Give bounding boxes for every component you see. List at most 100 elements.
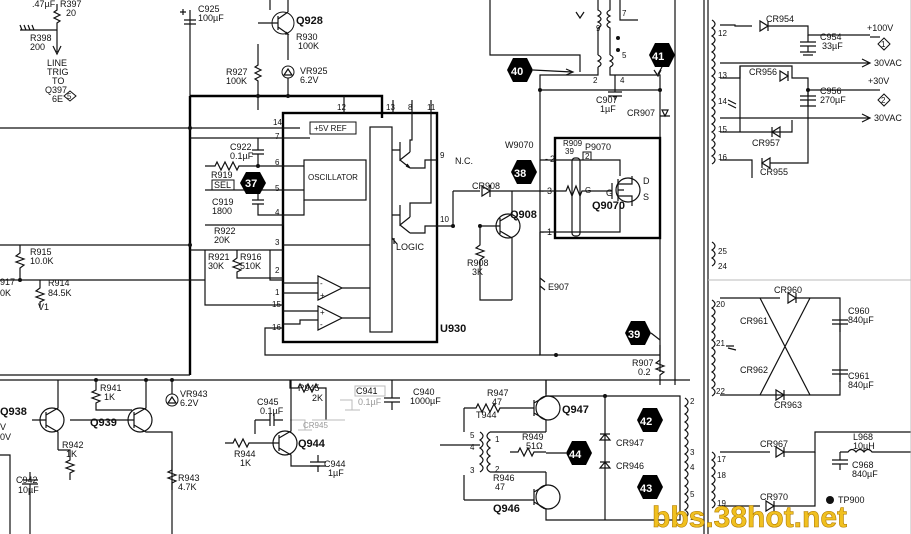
r941-label: R941 bbox=[100, 383, 122, 393]
q928-label: Q928 bbox=[296, 15, 323, 27]
r927-label: R927 bbox=[226, 67, 248, 77]
cr947-label: CR947 bbox=[616, 438, 644, 448]
t944-drive-section: R947 47 T944 Q947 5 4 3 1 2 R949 51Ω R94… bbox=[440, 380, 695, 522]
c954-value: 33µF bbox=[822, 41, 843, 51]
tp43-label: 43 bbox=[640, 483, 652, 495]
bottom-center-section: C945 0.1µF R945 2K CR945 C941 0.1µF C940… bbox=[225, 380, 441, 478]
r909-value: 39 bbox=[565, 147, 574, 156]
c925-label: C925 bbox=[198, 4, 220, 14]
r947-value: 47 bbox=[492, 397, 502, 407]
ref-5v-label: +5V REF bbox=[314, 124, 347, 133]
r922-label: R922 bbox=[214, 226, 236, 236]
cr908-label: CR908 bbox=[472, 181, 500, 191]
cr955-label: CR955 bbox=[760, 167, 788, 177]
r946-value: 47 bbox=[495, 482, 505, 492]
c907-value: 1µF bbox=[600, 104, 616, 114]
c941-label: C941 bbox=[356, 386, 378, 396]
r922-value: 20K bbox=[214, 235, 230, 245]
r945-value: 2K bbox=[312, 393, 323, 403]
test-point-37: 37 bbox=[240, 172, 266, 194]
out-30v: +30V bbox=[868, 76, 889, 86]
q939-label: Q939 bbox=[90, 417, 117, 429]
test-point-38: 38 bbox=[511, 160, 537, 184]
r945-label: R945 bbox=[298, 383, 320, 393]
rt-pin13: 13 bbox=[718, 71, 727, 80]
c968-value: 840µF bbox=[852, 469, 878, 479]
u930-label: U930 bbox=[440, 323, 466, 335]
opamp2-plus: + bbox=[320, 308, 325, 317]
test-point-40: 40 bbox=[507, 58, 575, 82]
rt-pin17: 17 bbox=[717, 455, 726, 464]
c954-label: C954 bbox=[820, 32, 842, 42]
r919-label: R919 bbox=[211, 170, 233, 180]
logic-label: LOGIC bbox=[396, 242, 425, 252]
q947-label: Q947 bbox=[562, 404, 589, 416]
r949-label: R949 bbox=[522, 432, 544, 442]
l968-value: 10µH bbox=[853, 441, 875, 451]
trig-text: TRIG bbox=[47, 67, 69, 77]
t944-pin2: 2 bbox=[495, 465, 500, 474]
right-panel: 12 13 14 15 16 CR954 +100V 1 C954 33µF 3… bbox=[703, 0, 911, 534]
q938-label: Q938 bbox=[0, 406, 27, 418]
r915-value: 10.0K bbox=[30, 256, 54, 266]
rt-pin22: 22 bbox=[716, 387, 725, 396]
r941-value: 1K bbox=[104, 392, 115, 402]
out-30vac-1: 30VAC bbox=[874, 58, 902, 68]
c925-value: 100µF bbox=[198, 13, 224, 23]
p-pin2-num: 2 bbox=[550, 154, 555, 164]
t-pin2: 2 bbox=[593, 76, 598, 85]
out-30v-tp: 2 bbox=[881, 96, 886, 105]
cr946-label: CR946 bbox=[616, 461, 644, 471]
r916-value: 510K bbox=[240, 261, 261, 271]
c940-label: C940 bbox=[413, 387, 435, 397]
p-pin2-box: 2 bbox=[585, 152, 590, 161]
tr-pin2: 2 bbox=[690, 397, 695, 406]
r916-label: R916 bbox=[240, 252, 262, 262]
rt-pin21: 21 bbox=[716, 339, 725, 348]
cr954-label: CR954 bbox=[766, 14, 794, 24]
tp42-label: 42 bbox=[640, 416, 652, 428]
r943-label: R943 bbox=[178, 473, 200, 483]
line-text: LINE bbox=[47, 58, 67, 68]
l968-label: L968 bbox=[853, 432, 873, 442]
c941-value: 0.1µF bbox=[358, 397, 382, 407]
r944-label: R944 bbox=[234, 449, 256, 459]
q944-label: Q944 bbox=[298, 438, 326, 450]
vr943-label: VR943 bbox=[180, 389, 208, 399]
cr907-label: CR907 bbox=[627, 108, 655, 118]
r943-value: 4.7K bbox=[178, 482, 197, 492]
u930-pin8: 8 bbox=[408, 103, 413, 112]
pin4-label: 4 bbox=[275, 208, 280, 217]
q9070-module: W9070 R909 39 P9070 2 - 2 - 3 - 1 G D S … bbox=[505, 136, 662, 240]
opamp1-plus: + bbox=[320, 291, 325, 300]
left-v-label: V bbox=[0, 422, 6, 432]
drain-label: D bbox=[643, 176, 650, 186]
tp37-label: 37 bbox=[245, 178, 257, 190]
r914-label: R914 bbox=[48, 278, 70, 288]
r921-value: 30K bbox=[208, 261, 224, 271]
q908-label: Q908 bbox=[510, 209, 537, 221]
c919-label: C919 bbox=[212, 197, 234, 207]
test-point-41: 41 bbox=[649, 43, 675, 78]
t944-pin3: 3 bbox=[470, 466, 475, 475]
r917-value: 0K bbox=[0, 288, 11, 298]
t-pin4: 4 bbox=[620, 76, 625, 85]
vr943-value: 6.2V bbox=[180, 398, 199, 408]
r946-label: R946 bbox=[493, 473, 515, 483]
cr960-label: CR960 bbox=[774, 285, 802, 295]
r930-value: 100K bbox=[298, 41, 319, 51]
rt-pin15: 15 bbox=[718, 125, 727, 134]
nc-label: N.C. bbox=[455, 156, 473, 166]
cr961-label: CR961 bbox=[740, 316, 768, 326]
c944-value: 1µF bbox=[328, 468, 344, 478]
cr967-label: CR967 bbox=[760, 439, 788, 449]
tr-pin1: 1 bbox=[690, 513, 695, 522]
t-pin9: 9 bbox=[596, 24, 601, 33]
c922-value: 0.1µF bbox=[230, 151, 254, 161]
ic-left-components: C922 0.1µF R919 SEL C919 1800 R922 20K R… bbox=[0, 96, 284, 375]
cr957-label: CR957 bbox=[752, 138, 780, 148]
gate2-label: G bbox=[585, 186, 591, 195]
vr925-label: VR925 bbox=[300, 66, 328, 76]
top-center-section: C925 100µF Q928 R930 100K R927 100K VR92… bbox=[180, 0, 384, 118]
